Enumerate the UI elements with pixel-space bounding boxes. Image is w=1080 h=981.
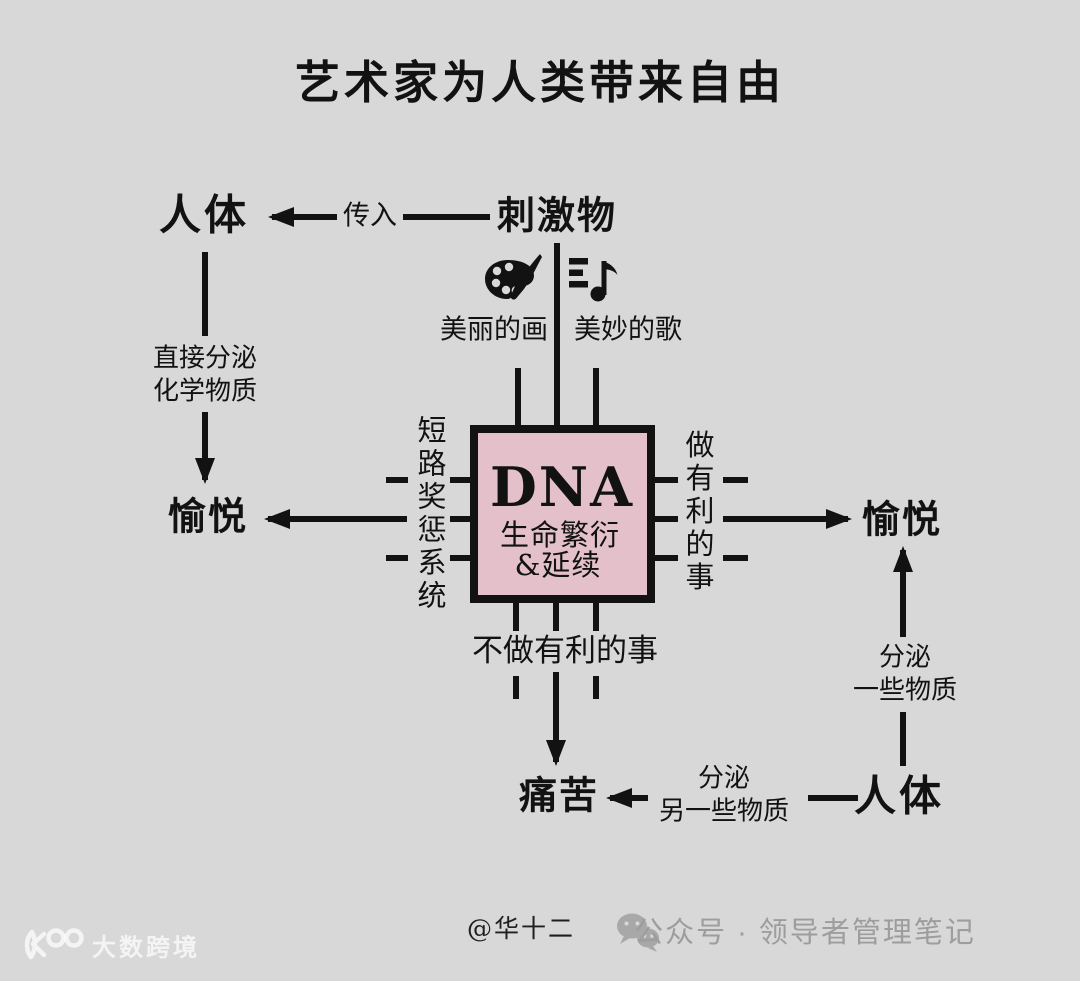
palette-icon <box>482 254 542 310</box>
author-credit: @华十二 <box>466 913 576 943</box>
node-stimulus: 刺激物 <box>496 192 618 238</box>
node-pleasure-left: 愉悦 <box>167 493 249 539</box>
label-not-do-beneficial: 不做有利的事 <box>472 632 658 669</box>
edge-label-incoming: 传入 <box>343 200 397 232</box>
dna-title: DNA <box>489 454 635 519</box>
edge-label-secrete-some: 分泌 一些物质 <box>853 642 957 709</box>
dna-chip-box <box>470 425 655 603</box>
stimulus-label-song: 美妙的歌 <box>574 314 682 346</box>
bigdata-logo-icon <box>22 924 88 968</box>
node-body-top: 人体 <box>158 190 250 240</box>
edge-label-secrete-other-line1: 分泌 <box>697 763 751 794</box>
edge-label-secrete-other-line2: 另一些物质 <box>658 797 790 827</box>
edge-label-direct-secrete-line1: 直接分泌 <box>152 343 258 374</box>
label-do-beneficial: 做有利的事 <box>681 429 715 595</box>
stimulus-label-painting: 美丽的画 <box>440 314 548 346</box>
bigdata-watermark-text: 大数跨境 <box>92 934 200 962</box>
edge-label-secrete-some-line2: 一些物质 <box>852 676 958 706</box>
edge-label-secrete-some-line1: 分泌 <box>878 642 932 673</box>
edge-label-secrete-other: 分泌 另一些物质 <box>659 763 789 830</box>
node-pain: 痛苦 <box>518 772 600 818</box>
edge-label-direct-secrete-line2: 化学物质 <box>152 377 258 407</box>
node-body-bottom: 人体 <box>853 771 945 821</box>
label-reward-punish-system: 短路奖惩系统 <box>413 415 447 613</box>
page-title: 艺术家为人类带来自由 <box>294 55 786 109</box>
node-pleasure-right: 愉悦 <box>861 496 943 542</box>
dna-subtitle-line1: 生命繁衍 <box>499 518 621 553</box>
wechat-icon <box>615 911 661 957</box>
edge-label-direct-secrete: 直接分泌 化学物质 <box>153 343 257 410</box>
wechat-account-watermark: 公众号 · 领导者管理笔记 <box>634 917 976 950</box>
dna-subtitle-line2: &延续 <box>514 548 602 583</box>
music-note-icon <box>569 251 621 307</box>
